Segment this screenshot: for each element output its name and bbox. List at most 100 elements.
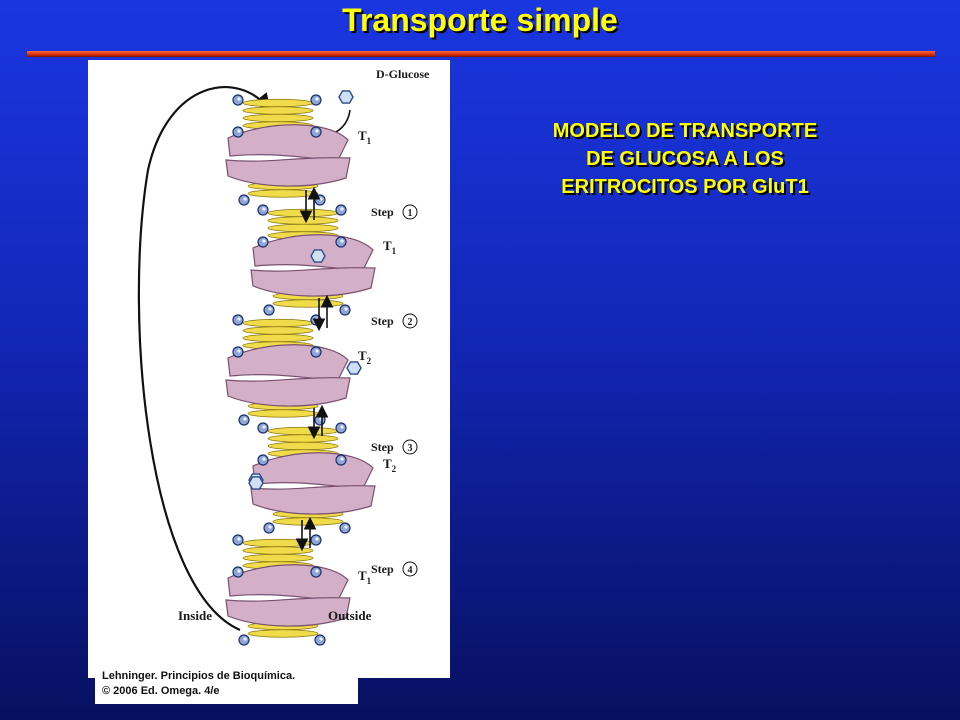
alpha-helix: [267, 441, 339, 451]
lipid-headgroup-highlight: [237, 129, 241, 133]
step-number-circle: [402, 313, 418, 329]
alpha-helix: [242, 113, 314, 123]
step-number-circle: [402, 439, 418, 455]
alpha-helix: [267, 216, 339, 225]
alpha-helix: [247, 629, 319, 638]
conformation-subscript: 1: [367, 136, 372, 146]
lipid-headgroup-highlight: [340, 457, 344, 461]
credit-line-copyright: © 2006 Ed. Omega. 4/e: [102, 685, 220, 697]
glucose-molecule-icon: [310, 249, 326, 263]
glucose-molecule-icon: [338, 90, 354, 104]
credit-line-book: Lehninger. Principios de Bioquímica.: [102, 670, 296, 682]
alpha-helix: [247, 409, 319, 418]
lipid-headgroup-highlight: [315, 97, 319, 101]
title-divider: [27, 51, 935, 57]
conformation-subscript: 2: [367, 356, 372, 366]
alpha-helix: [242, 553, 314, 563]
step-label: Step: [371, 314, 394, 328]
conformation-label: T1: [358, 568, 372, 586]
lipid-headgroup-highlight: [243, 637, 247, 641]
lipid-headgroup-highlight: [315, 569, 319, 573]
lipid-headgroup-highlight: [268, 525, 272, 529]
outside-label: Outside: [328, 608, 372, 623]
lipid-headgroup-highlight: [243, 197, 247, 201]
alpha-helix: [267, 208, 339, 218]
transporter-protein-lower: [225, 157, 351, 187]
lipid-headgroup-highlight: [237, 317, 241, 321]
transporter-protein-lower: [225, 597, 351, 627]
step-label: Step: [371, 205, 394, 219]
transporter-protein-upper: [252, 452, 374, 489]
transporter-protein-upper: [227, 564, 349, 601]
alpha-helix: [242, 326, 314, 335]
caption-line: MODELO DE TRANSPORTE: [552, 120, 818, 142]
step-label: Step: [371, 440, 394, 454]
transporter-protein-lower: [225, 377, 351, 407]
lipid-headgroup-highlight: [315, 317, 319, 321]
lipid-headgroup-highlight: [319, 637, 323, 641]
lipid-headgroup-highlight: [344, 525, 348, 529]
transporter-protein-upper: [227, 124, 349, 161]
lipid-headgroup-highlight: [340, 239, 344, 243]
lipid-headgroup-highlight: [262, 425, 266, 429]
slide-title: Transporte simple: [342, 2, 618, 38]
lipid-headgroup-highlight: [315, 537, 319, 541]
alpha-helix: [242, 318, 314, 328]
conformation-label: T2: [383, 456, 397, 474]
caption-line: ERITROCITOS POR GluT1: [561, 176, 809, 198]
conformation-subscript: 1: [367, 576, 372, 586]
lipid-headgroup-highlight: [262, 457, 266, 461]
lipid-headgroup-highlight: [237, 97, 241, 101]
step-number: 1: [408, 208, 413, 219]
alpha-helix: [267, 223, 339, 233]
step-number: 3: [408, 443, 413, 454]
alpha-helix: [242, 333, 314, 343]
lipid-headgroup-highlight: [340, 207, 344, 211]
glucose-molecule-icon: [346, 361, 362, 375]
step-number-circle: [402, 561, 418, 577]
transporter-protein-upper: [227, 344, 349, 381]
lipid-headgroup-highlight: [344, 307, 348, 311]
step-number-circle: [402, 204, 418, 220]
glucose-label: D-Glucose: [376, 67, 430, 81]
glucose-molecule-icon: [248, 476, 264, 490]
alpha-helix: [247, 189, 319, 198]
alpha-helix: [272, 299, 344, 308]
conformation-label: T2: [358, 348, 372, 366]
lipid-headgroup-highlight: [237, 349, 241, 353]
lipid-headgroup-highlight: [243, 417, 247, 421]
lipid-headgroup-highlight: [262, 239, 266, 243]
alpha-helix: [267, 434, 339, 443]
alpha-helix: [267, 426, 339, 436]
step-number: 4: [408, 565, 413, 576]
lipid-headgroup-highlight: [262, 207, 266, 211]
lipid-headgroup-highlight: [237, 537, 241, 541]
alpha-helix: [272, 517, 344, 526]
conformation-subscript: 2: [392, 464, 397, 474]
step-number: 2: [408, 317, 413, 328]
inside-label: Inside: [178, 608, 212, 623]
lipid-headgroup-highlight: [340, 425, 344, 429]
conformation-subscript: 1: [392, 246, 397, 256]
source-credit: Lehninger. Principios de Bioquímica. © 2…: [95, 664, 358, 704]
transporter-protein-lower: [250, 267, 376, 297]
lipid-headgroup-highlight: [237, 569, 241, 573]
conformation-label: T1: [383, 238, 397, 256]
transporter-protein-lower: [250, 485, 376, 515]
model-caption: MODELO DE TRANSPORTE DE GLUCOSA A LOS ER…: [470, 117, 900, 201]
conformation-label: T1: [358, 128, 372, 146]
step-label: Step: [371, 562, 394, 576]
caption-line: DE GLUCOSA A LOS: [586, 148, 784, 170]
lipid-headgroup-highlight: [268, 307, 272, 311]
transporter-state-2: T1: [250, 204, 397, 316]
alpha-helix: [242, 106, 314, 115]
alpha-helix: [242, 98, 314, 108]
transporter-state-5: T1: [225, 534, 372, 646]
transporter-state-3: T2: [225, 314, 372, 426]
return-loop-arrow: [137, 86, 271, 632]
lipid-headgroup-highlight: [319, 197, 323, 201]
lipid-headgroup-highlight: [315, 349, 319, 353]
lipid-headgroup-highlight: [315, 129, 319, 133]
